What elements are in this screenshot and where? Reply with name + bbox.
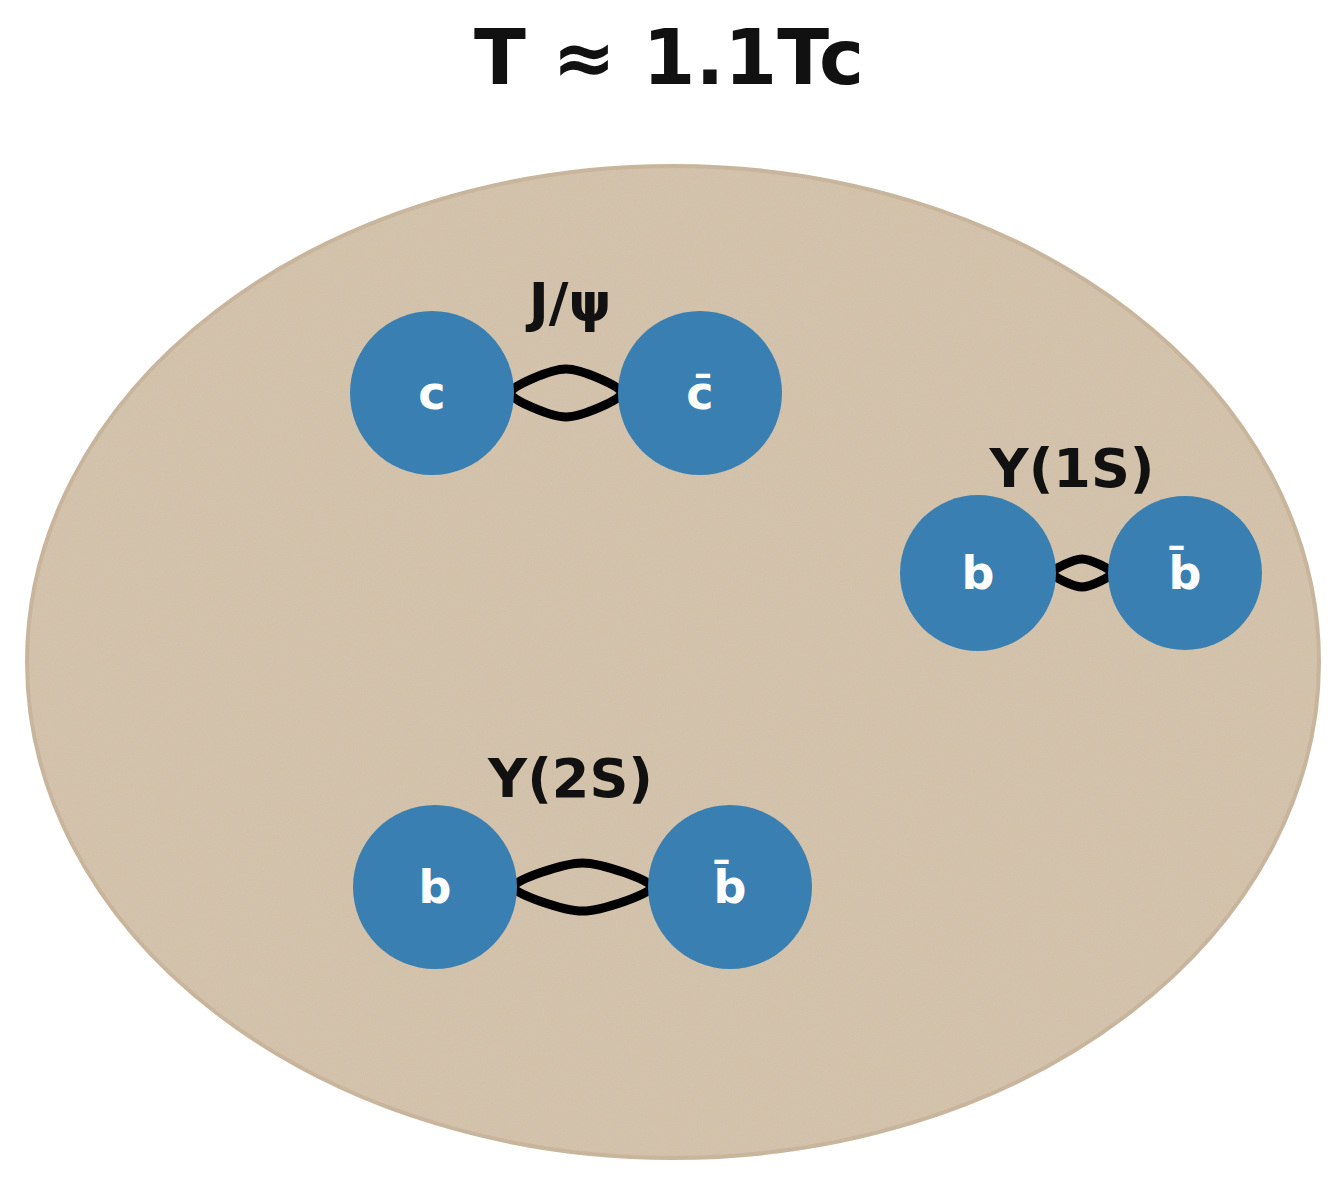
quark-label: b̄ xyxy=(1169,550,1202,596)
temperature-title: T ≈ 1.1Tc xyxy=(0,12,1338,103)
gluon-bond xyxy=(513,863,652,911)
quark-circle: c xyxy=(350,311,514,475)
gluon-bond xyxy=(1052,559,1112,587)
quark-circle: c̄ xyxy=(618,311,782,475)
meson-group: J/ψ c c̄ xyxy=(340,272,800,482)
quark-label: c xyxy=(418,370,445,416)
quark-label: b xyxy=(419,864,452,910)
meson-label: J/ψ xyxy=(340,272,800,334)
quark-circle: b̄ xyxy=(648,805,812,969)
meson-label: Υ(2S) xyxy=(343,748,798,810)
quark-circle: b xyxy=(353,805,517,969)
quark-circle: b xyxy=(900,495,1056,651)
meson-group: Υ(2S) b b̄ xyxy=(343,748,798,978)
meson-label: Υ(1S) xyxy=(890,438,1254,500)
quark-label: b̄ xyxy=(714,864,747,910)
quark-label: b xyxy=(962,550,995,596)
gluon-bond xyxy=(510,369,622,417)
quark-circle: b̄ xyxy=(1108,496,1262,650)
quark-label: c̄ xyxy=(686,370,713,416)
meson-group: Υ(1S) b b̄ xyxy=(890,438,1254,638)
plasma-ellipse xyxy=(27,166,1319,1158)
